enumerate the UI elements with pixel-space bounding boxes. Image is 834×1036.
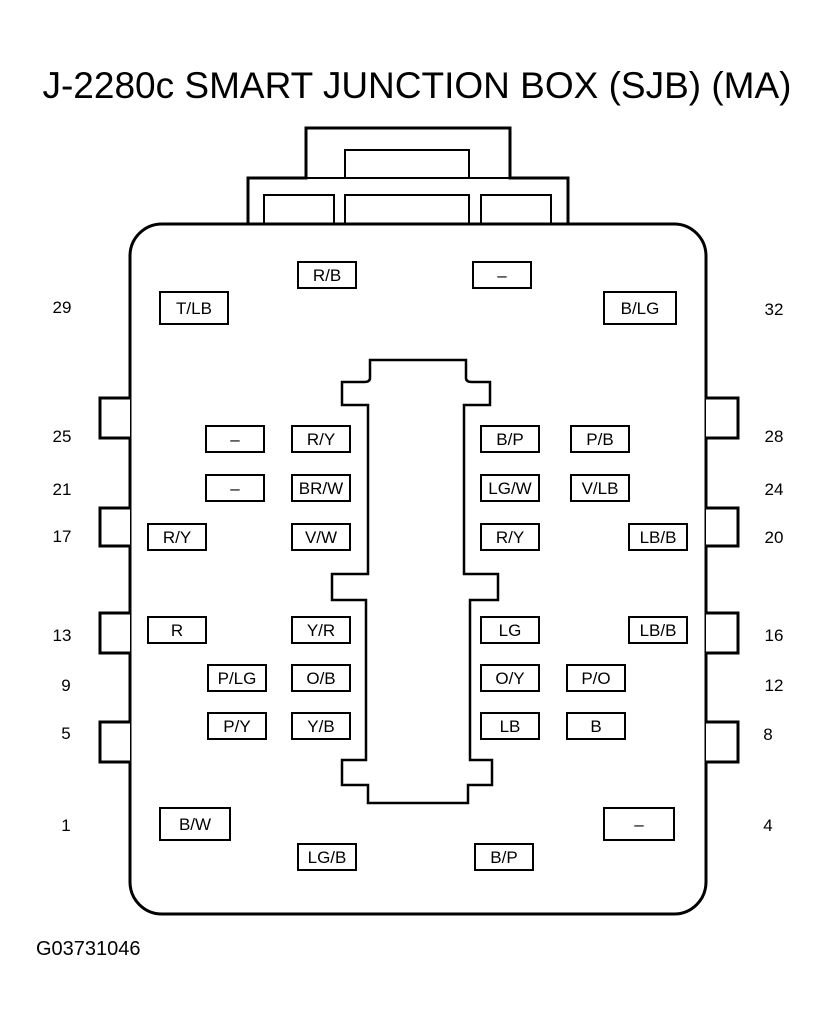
- wire-label-top-left: R/B: [297, 261, 357, 289]
- wire-label-text: LG/B: [308, 848, 347, 867]
- wire-label-pin-16-b: LB/B: [628, 616, 688, 644]
- pin-number-8: 8: [763, 725, 772, 744]
- pin-number-32: 32: [765, 300, 784, 319]
- wire-label-pin-8-a: LB: [480, 712, 540, 740]
- pin-number-25: 25: [53, 427, 72, 446]
- wire-label-text: –: [230, 430, 240, 449]
- wire-label-text: R/B: [313, 266, 341, 285]
- wire-label-text: LB/B: [640, 528, 677, 547]
- wire-label-text: V/LB: [582, 479, 619, 498]
- wire-label-text: LB/B: [640, 621, 677, 640]
- wire-label-text: O/Y: [495, 669, 524, 688]
- wire-label-bottom-left: LG/B: [297, 843, 357, 871]
- wire-label-pin-4: –: [603, 807, 675, 841]
- wire-label-pin-5-a: P/Y: [207, 712, 267, 740]
- wire-label-pin-21-a: –: [205, 474, 265, 502]
- wire-label-pin-28-a: B/P: [480, 425, 540, 453]
- wire-label-text: R: [171, 621, 183, 640]
- wire-label-pin-25-a: –: [205, 425, 265, 453]
- wire-label-pin-13-b: Y/R: [291, 616, 351, 644]
- wire-label-text: –: [497, 266, 507, 285]
- wire-label-text: P/O: [581, 669, 610, 688]
- wire-label-pin-1: B/W: [159, 807, 231, 841]
- wire-label-pin-16-a: LG: [480, 616, 540, 644]
- pin-number-17: 17: [53, 527, 72, 546]
- wire-label-pin-29: T/LB: [159, 291, 229, 325]
- wire-label-text: B: [590, 717, 601, 736]
- pin-number-1: 1: [61, 816, 70, 835]
- wire-label-text: P/B: [586, 430, 613, 449]
- wire-label-pin-9-a: P/LG: [207, 664, 267, 692]
- wire-label-text: LG: [499, 621, 522, 640]
- wire-label-pin-17-b: V/W: [291, 523, 351, 551]
- wire-label-text: B/P: [490, 848, 517, 867]
- pin-number-13: 13: [53, 626, 72, 645]
- wire-label-text: R/Y: [496, 528, 524, 547]
- wire-label-pin-28-b: P/B: [570, 425, 630, 453]
- wire-label-pin-20-b: LB/B: [628, 523, 688, 551]
- wire-label-text: LG/W: [488, 479, 531, 498]
- pin-number-5: 5: [61, 724, 70, 743]
- wire-label-top-right: –: [472, 261, 532, 289]
- connector-latch: [246, 126, 570, 225]
- wire-label-pin-12-a: O/Y: [480, 664, 540, 692]
- wire-label-text: BR/W: [299, 479, 343, 498]
- diagram-title: J-2280c SMART JUNCTION BOX (SJB) (MA): [42, 65, 792, 106]
- wire-label-text: –: [230, 479, 240, 498]
- pin-number-group: 29 32 25 28 21 24 17 20 13 16 9 12 5 8 1…: [53, 298, 784, 835]
- pin-number-16: 16: [765, 626, 784, 645]
- pin-number-29: 29: [53, 298, 72, 317]
- wire-label-text: Y/B: [307, 717, 334, 736]
- wire-label-text: B/LG: [621, 299, 660, 318]
- pin-number-24: 24: [765, 480, 784, 499]
- wire-label-text: R/Y: [307, 430, 335, 449]
- housing-outline: [128, 222, 708, 916]
- pin-number-28: 28: [765, 427, 784, 446]
- wire-label-text: LB: [500, 717, 521, 736]
- center-cavity: [330, 358, 500, 805]
- wire-label-pin-20-a: R/Y: [480, 523, 540, 551]
- pin-number-9: 9: [61, 676, 70, 695]
- wire-label-text: –: [634, 815, 644, 834]
- wire-label-pin-9-b: O/B: [291, 664, 351, 692]
- wire-label-pin-21-b: BR/W: [291, 474, 351, 502]
- wire-label-text: R/Y: [163, 528, 191, 547]
- wire-label-pin-17-a: R/Y: [147, 523, 207, 551]
- wire-label-text: O/B: [306, 669, 335, 688]
- figure-id: G03731046: [36, 938, 141, 960]
- wire-label-text: P/Y: [223, 717, 250, 736]
- wire-label-pin-5-b: Y/B: [291, 712, 351, 740]
- wire-label-text: B/P: [496, 430, 523, 449]
- pin-number-21: 21: [53, 480, 72, 499]
- wire-label-text: P/LG: [218, 669, 257, 688]
- pin-number-12: 12: [765, 676, 784, 695]
- wire-label-pin-12-b: P/O: [566, 664, 626, 692]
- wire-label-pin-8-b: B: [566, 712, 626, 740]
- wire-label-bottom-right: B/P: [474, 843, 534, 871]
- wire-label-pin-24-a: LG/W: [480, 474, 540, 502]
- pin-number-20: 20: [765, 528, 784, 547]
- wire-label-pin-32: B/LG: [603, 291, 677, 325]
- wire-label-pin-25-b: R/Y: [291, 425, 351, 453]
- wire-label-text: V/W: [305, 528, 337, 547]
- pin-number-4: 4: [763, 816, 772, 835]
- wire-label-text: T/LB: [176, 299, 212, 318]
- wire-label-text: B/W: [179, 815, 211, 834]
- side-key-tabs: [98, 396, 740, 764]
- wire-label-pin-13-a: R: [147, 616, 207, 644]
- wire-label-text: Y/R: [307, 621, 335, 640]
- wire-label-group: R/B – T/LB B/LG – R/Y B/P P/B: [147, 261, 688, 871]
- wire-label-pin-24-b: V/LB: [570, 474, 630, 502]
